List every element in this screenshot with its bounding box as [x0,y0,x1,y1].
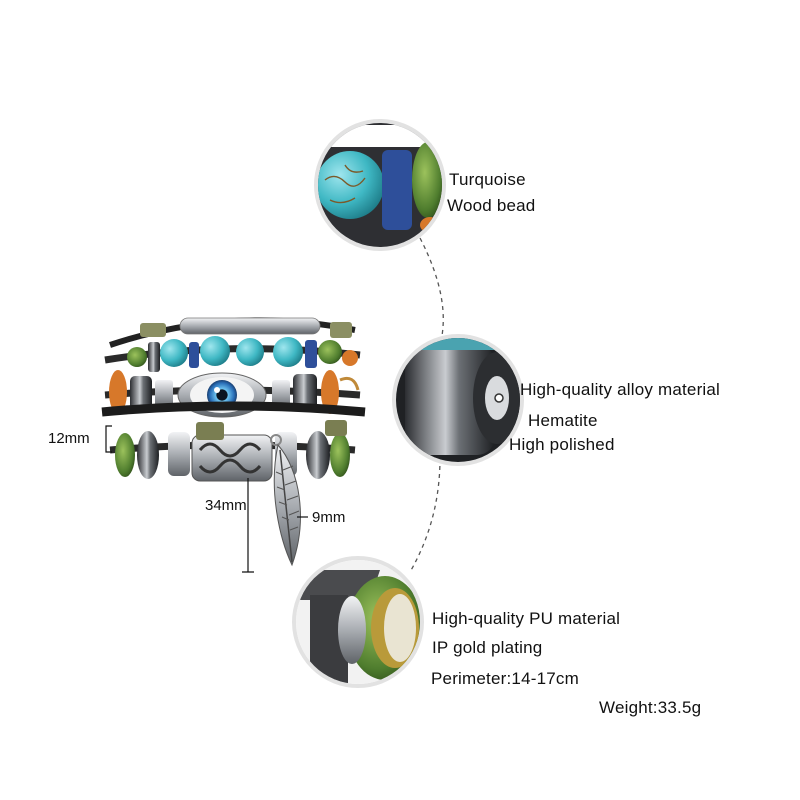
zoom-turquoise [314,119,446,251]
label-wood-bead: Wood bead [447,196,536,215]
zoom-hematite [392,334,524,466]
label-perimeter: Perimeter:14-17cm [431,669,579,688]
dimension-width: 9mm [312,509,346,526]
label-turquoise: Turquoise [449,170,526,189]
label-gold-plating: IP gold plating [432,638,543,657]
dimension-height: 12mm [48,430,90,447]
label-alloy-material: High-quality alloy material [520,380,721,399]
label-weight: Weight:33.5g [599,698,702,717]
dimension-length: 34mm [205,497,247,514]
label-pu-material: High-quality PU material [432,609,621,628]
bracelet-stack [101,317,366,567]
zoom-pu-leather [292,556,424,688]
label-high-polished: High polished [509,435,615,454]
feather-icon [270,434,301,567]
label-hematite: Hematite [528,411,598,430]
dimension-markers [105,425,308,573]
dashed-connector [409,237,444,573]
